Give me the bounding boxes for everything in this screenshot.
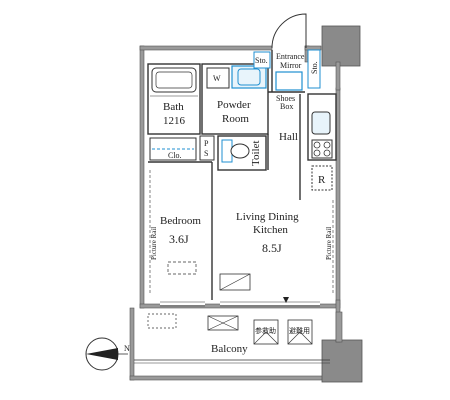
ldk-size-label: 8.5J: [262, 241, 282, 255]
powder-room-label-1: Powder: [217, 99, 251, 111]
shoes-box-label-1: Shoes: [276, 94, 295, 103]
storage-top-box: [253, 51, 271, 69]
north-label: N: [124, 344, 130, 353]
entrance-mirror-label: Mirror: [280, 61, 302, 70]
north-arrow-icon: [85, 337, 128, 371]
bath-size-label: 1216: [163, 115, 186, 127]
toilet-bowl-icon: [230, 143, 250, 159]
right-wall-upper: [335, 61, 341, 91]
powder-room-label-2: Room: [222, 113, 249, 125]
bath-label: Bath: [163, 101, 184, 113]
entrance-door-swing: [271, 13, 307, 49]
hatch-right-label: 避難用: [289, 326, 310, 335]
column-bottom-right: [321, 339, 363, 383]
bedroom-size-label: 3.6J: [169, 232, 189, 246]
toilet-label: Toilet: [250, 140, 262, 166]
ps-shaft: [199, 135, 215, 161]
stove-icon: [311, 139, 333, 159]
right-wall-balcony: [335, 311, 343, 343]
ldk-label-2: Kitchen: [253, 224, 288, 236]
interior-walls: [147, 50, 337, 300]
window-marker-icon: [283, 297, 289, 303]
kitchen-sink-icon: [311, 111, 331, 135]
bedroom-ac-unit: [167, 261, 197, 275]
ldk-label-1: Living Dining: [236, 211, 299, 223]
closet-label: Clo.: [168, 151, 182, 160]
ps-label-s: S: [204, 149, 208, 158]
bathtub-icon: [151, 67, 197, 93]
hall-label: Hall: [279, 131, 298, 143]
storage-right-box: [307, 49, 321, 89]
storage-right-label: Sto.: [310, 61, 319, 74]
balcony-label: Balcony: [211, 343, 248, 355]
bedroom-label: Bedroom: [160, 215, 201, 227]
picture-rail-right-label: Picture Rail: [325, 227, 333, 260]
vanity-sink-icon: [231, 65, 267, 89]
refrigerator-label: R: [318, 174, 326, 186]
storage-top-label: Sto.: [255, 56, 268, 65]
entrance-label: Entrance: [276, 52, 305, 61]
hatch-left-label: 参救助: [255, 326, 276, 335]
washing-machine-label: W: [213, 74, 221, 83]
refrigerator-icon: [311, 165, 333, 191]
column-top-right: [321, 25, 361, 67]
ps-label-p: P: [204, 139, 209, 148]
balcony-outdoor-unit: [147, 313, 177, 329]
shoes-box-icon: [275, 71, 303, 91]
washing-machine-icon: [206, 67, 230, 89]
shoes-box-label-2: Box: [280, 102, 293, 111]
picture-rail-left-label: Picture Rail: [150, 227, 158, 260]
